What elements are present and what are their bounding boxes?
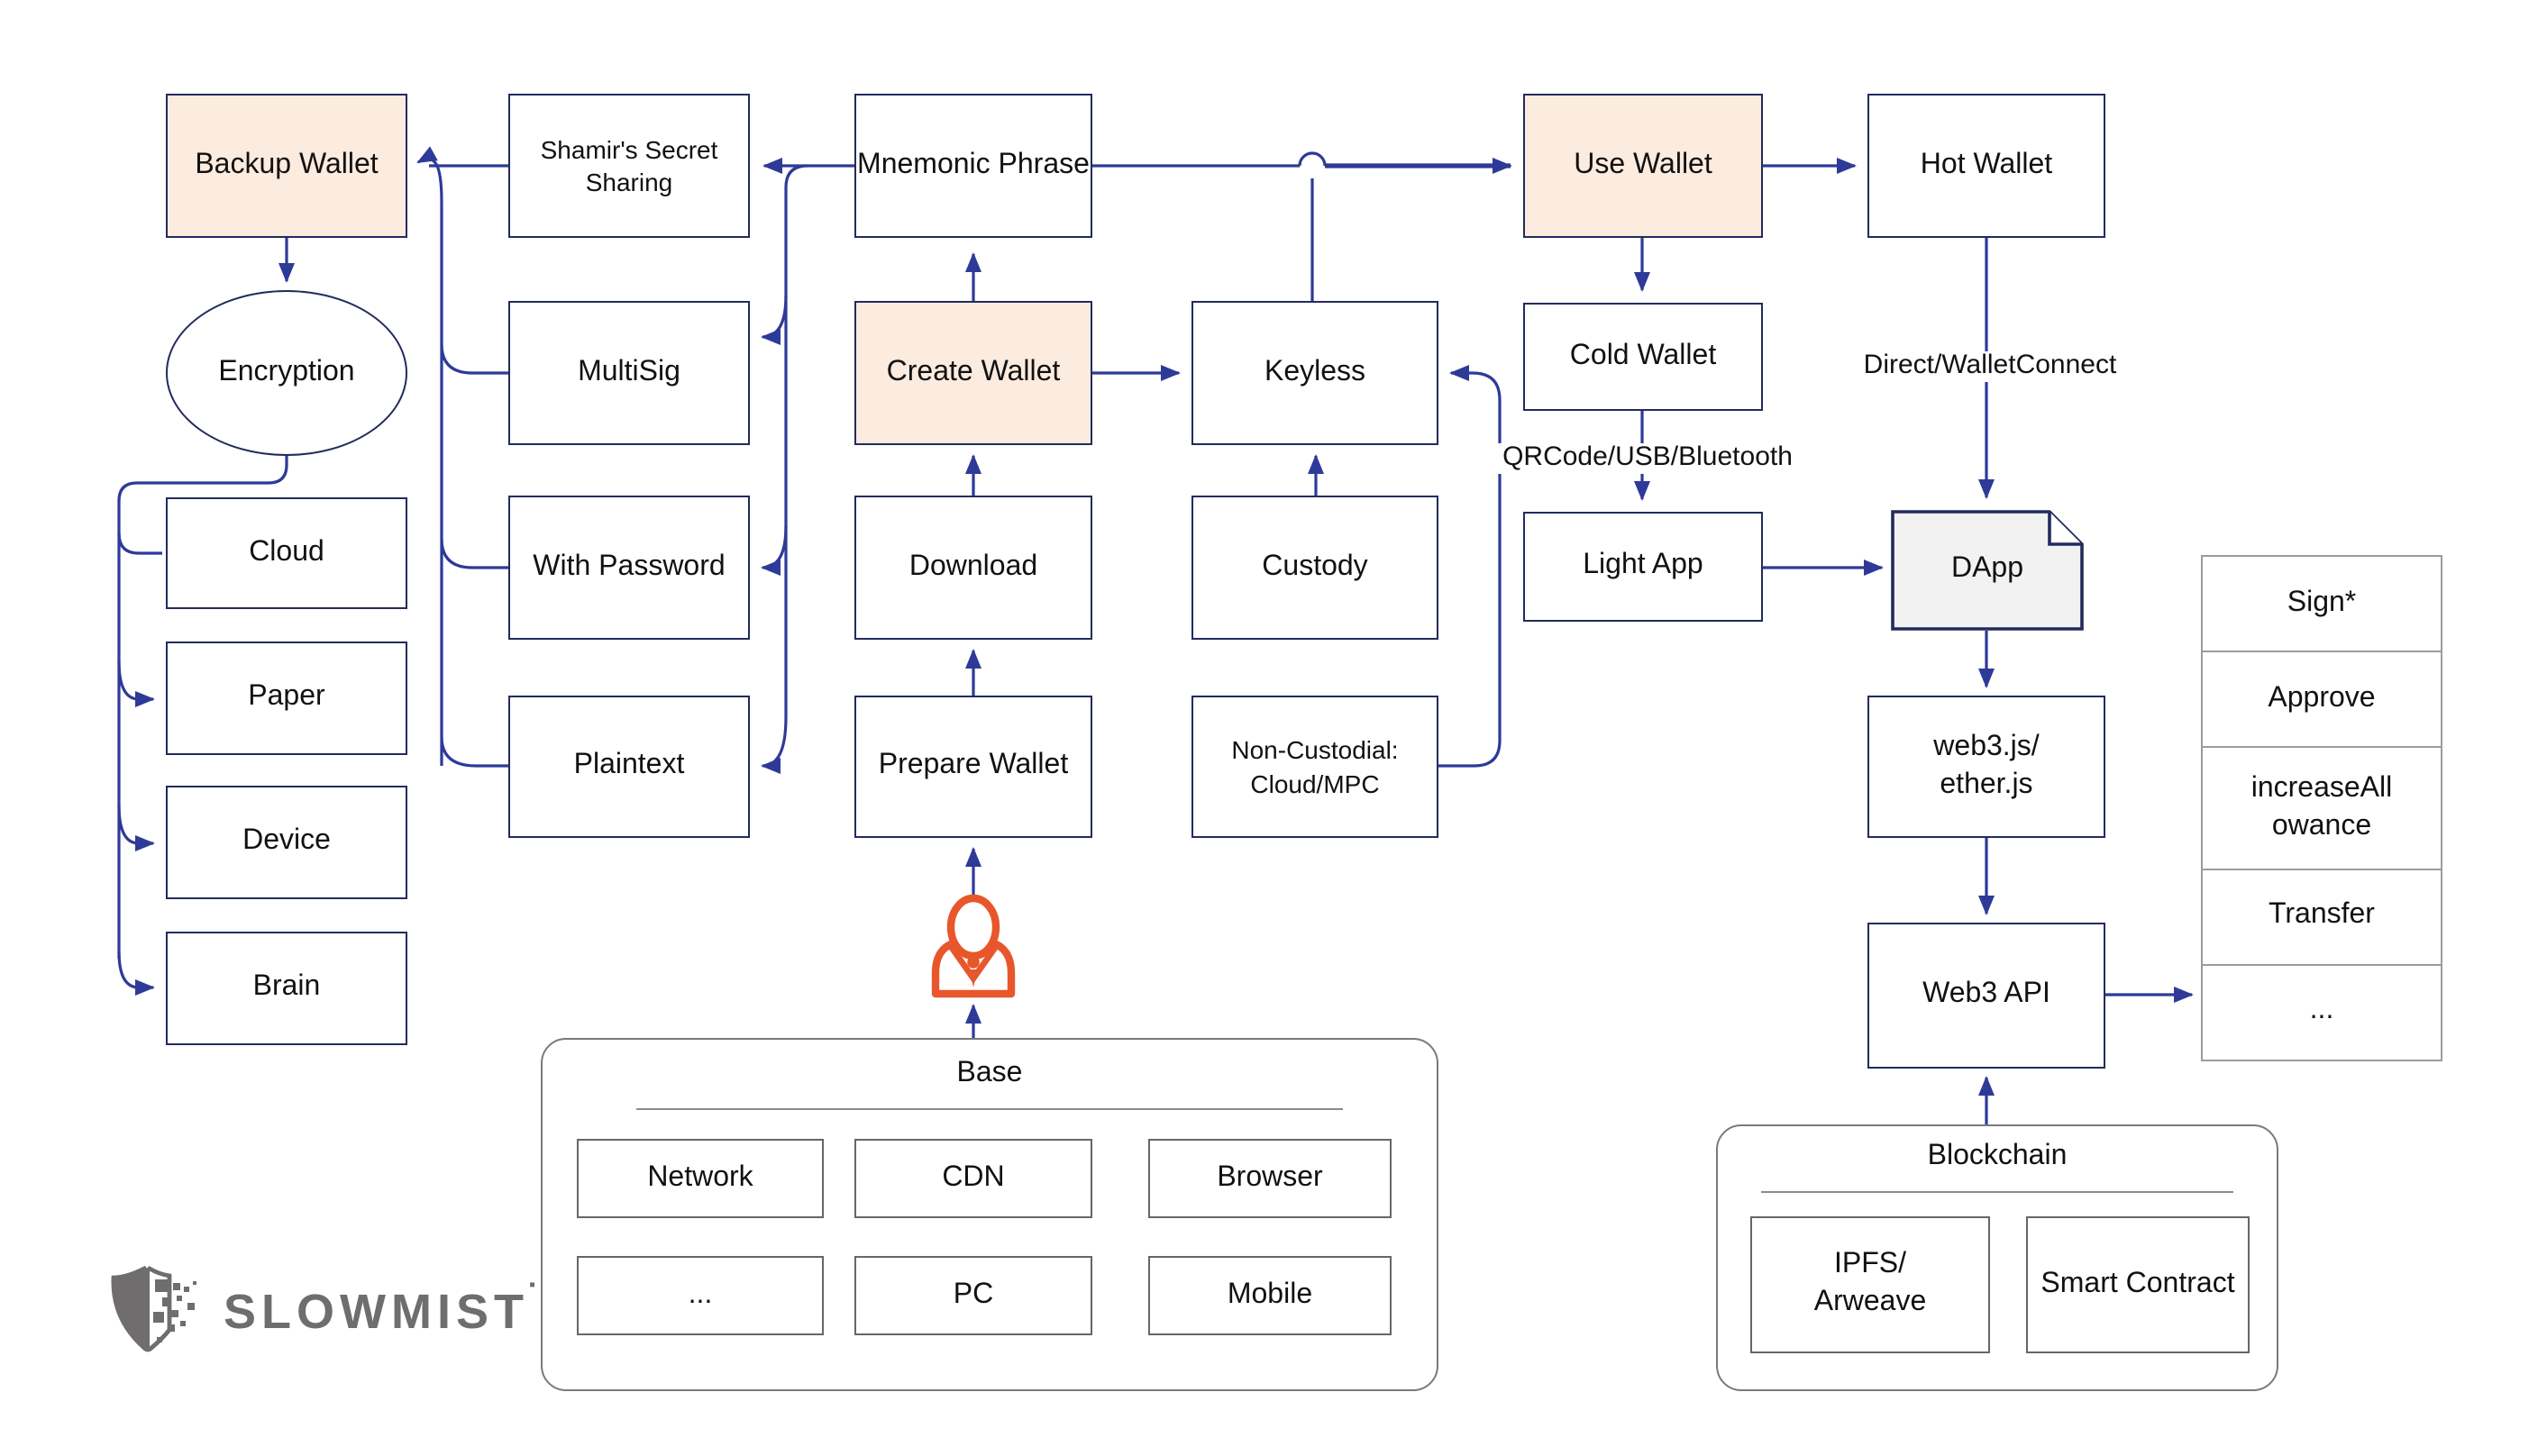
box-non-custodial: Non-Custodial: Cloud/MPC bbox=[1191, 696, 1438, 838]
edge-hop bbox=[1298, 151, 1327, 167]
box-custody: Custody bbox=[1191, 496, 1438, 640]
box-plaintext: Plaintext bbox=[508, 696, 750, 838]
box-backup-wallet: Backup Wallet bbox=[166, 94, 407, 238]
edge-multisig-merge bbox=[440, 343, 508, 375]
label-qrcode-usb-bluetooth: QRCode/USB/Bluetooth bbox=[1489, 442, 1806, 473]
edge-to-cloud bbox=[117, 532, 162, 555]
box-web3-api: Web3 API bbox=[1867, 923, 2105, 1069]
label-direct-walletconnect: Direct/WalletConnect bbox=[1833, 350, 2147, 381]
box-light-app: Light App bbox=[1523, 512, 1763, 622]
box-use-wallet: Use Wallet bbox=[1523, 94, 1763, 238]
box-create-wallet: Create Wallet bbox=[854, 301, 1092, 445]
edge-branch-multisig bbox=[761, 295, 788, 345]
box-shamirs-secret-sharing: Shamir's Secret Sharing bbox=[508, 94, 750, 238]
box-cloud: Cloud bbox=[166, 497, 407, 609]
box-dapp: DApp bbox=[1891, 510, 2084, 631]
box-multisig: MultiSig bbox=[508, 301, 750, 445]
edge-to-brain bbox=[117, 951, 155, 996]
slowmist-logo-text: SLOWMIST bbox=[224, 1284, 529, 1338]
cell-cdn: CDN bbox=[854, 1139, 1092, 1218]
box-prepare-wallet: Prepare Wallet bbox=[854, 696, 1092, 838]
edge-to-device bbox=[117, 805, 155, 851]
call-list: Sign* Approve increaseAll owance Transfe… bbox=[2201, 554, 2442, 1061]
cell-network: Network bbox=[577, 1139, 824, 1218]
group-blockchain-separator bbox=[1761, 1191, 2233, 1193]
box-cold-wallet: Cold Wallet bbox=[1523, 303, 1763, 411]
box-web3js-etherjs: web3.js/ ether.js bbox=[1867, 696, 2105, 838]
edge-to-paper bbox=[117, 660, 155, 707]
group-blockchain-title: Blockchain bbox=[1927, 1141, 2068, 1171]
box-mnemonic-phrase: Mnemonic Phrase bbox=[854, 94, 1092, 238]
edge-merge-arc bbox=[416, 146, 443, 203]
box-paper: Paper bbox=[166, 642, 407, 755]
cell-smart-contract: Smart Contract bbox=[2026, 1216, 2250, 1353]
list-item-transfer: Transfer bbox=[2201, 868, 2442, 966]
edge-mnemonic-branch bbox=[784, 164, 808, 717]
edge-withpassword-merge bbox=[440, 538, 508, 569]
list-item-more: ... bbox=[2201, 963, 2442, 1061]
box-download: Download bbox=[854, 496, 1092, 640]
cell-mobile: Mobile bbox=[1148, 1256, 1392, 1335]
box-keyless: Keyless bbox=[1191, 301, 1438, 445]
edge-noncustodial-keyless bbox=[1437, 365, 1502, 768]
box-hot-wallet: Hot Wallet bbox=[1867, 94, 2105, 238]
list-item-sign: Sign* bbox=[2201, 554, 2442, 654]
user-icon bbox=[931, 894, 1016, 998]
box-brain: Brain bbox=[166, 932, 407, 1045]
edge-encryption-trunk bbox=[117, 454, 288, 959]
cell-ipfs-arweave: IPFS/ Arweave bbox=[1750, 1216, 1990, 1353]
edge-plaintext-merge bbox=[440, 736, 508, 768]
slowmist-logo-tm: ▪ bbox=[528, 1276, 536, 1296]
box-with-password: With Password bbox=[508, 496, 750, 640]
ellipse-encryption: Encryption bbox=[166, 290, 407, 456]
box-device: Device bbox=[166, 786, 407, 899]
group-base-separator bbox=[636, 1108, 1343, 1110]
list-item-increaseallowance: increaseAll owance bbox=[2201, 746, 2442, 871]
cell-pc: PC bbox=[854, 1256, 1092, 1335]
edge-branch-withpassword bbox=[761, 525, 788, 576]
cell-browser: Browser bbox=[1148, 1139, 1392, 1218]
group-base-title: Base bbox=[956, 1058, 1023, 1088]
dapp-document-shape bbox=[1891, 510, 2084, 631]
slowmist-shield-icon bbox=[111, 1265, 196, 1352]
list-item-approve: Approve bbox=[2201, 651, 2442, 749]
edge-branch-plaintext bbox=[761, 716, 788, 774]
cell-more: ... bbox=[577, 1256, 824, 1335]
slowmist-logo: SLOWMIST ▪ bbox=[108, 1261, 577, 1362]
